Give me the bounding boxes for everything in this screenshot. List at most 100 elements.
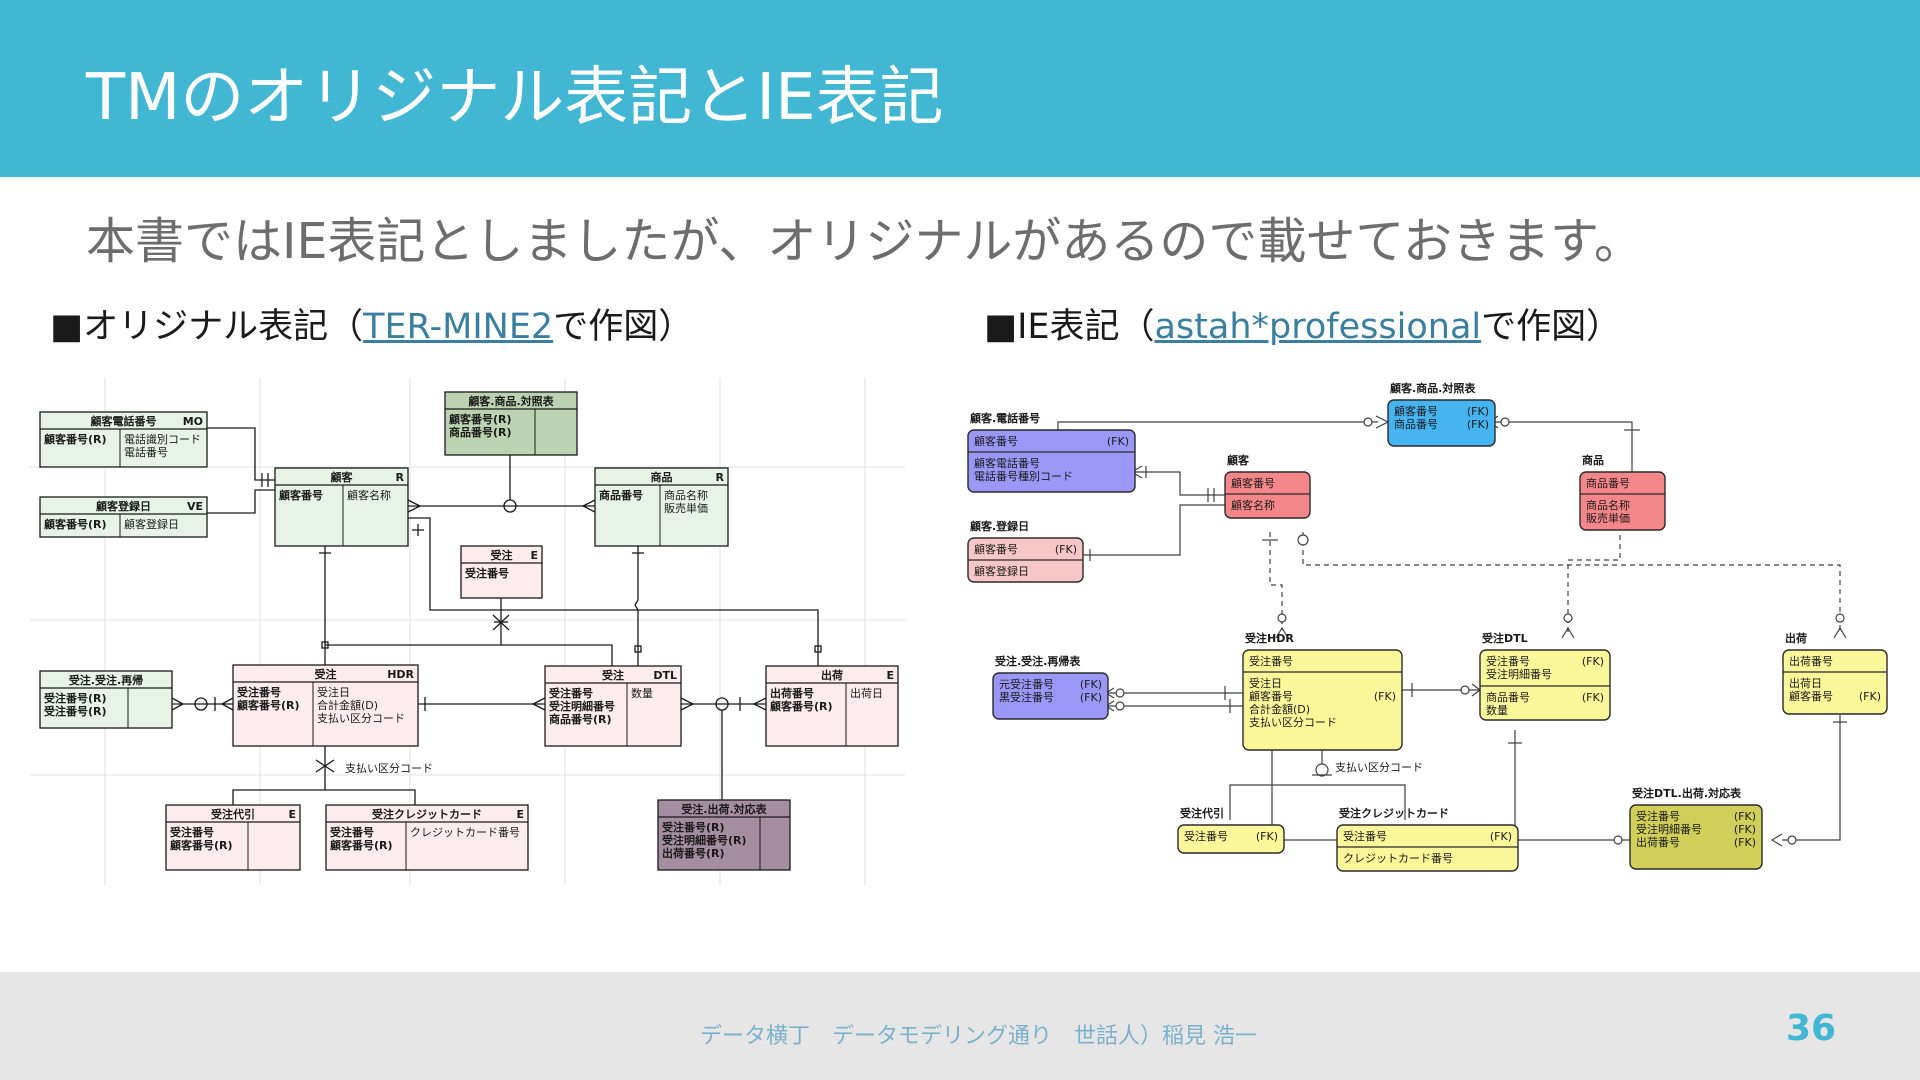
ie-fk-marker: (FK) xyxy=(1490,830,1512,843)
tm-key-attr: 受注明細番号(R) xyxy=(662,833,747,847)
astah-link[interactable]: astah*professional xyxy=(1154,307,1482,347)
tm-key-attr: 受注明細番号 xyxy=(549,699,615,713)
ie-fk-marker: (FK) xyxy=(1107,435,1129,448)
title-bar xyxy=(0,0,1920,177)
ie-fk-marker: (FK) xyxy=(1582,691,1604,704)
tm-key-attr: 受注番号 xyxy=(549,686,593,700)
ie-key-attr: 顧客番号 xyxy=(974,542,1018,556)
ie-entity-box xyxy=(1782,649,1888,715)
tm-attr: 顧客登録日 xyxy=(124,517,179,531)
right-caption-suffix: で作図） xyxy=(1481,307,1622,347)
ie-fk-marker: (FK) xyxy=(1467,418,1489,431)
ie-entity-name: 受注DTL xyxy=(1482,631,1528,645)
ie-diagram: 支払い区分コード 顧客.電話番号顧客番号(FK)顧客電話番号電話番号種別コード顧… xyxy=(967,381,1888,872)
tm-entity-box xyxy=(232,664,419,747)
tm-key-attr: 顧客番号(R) xyxy=(237,698,300,712)
tm-entity-name: 受注.出荷.対応表 xyxy=(681,802,767,816)
ie-attr: 受注日 xyxy=(1249,676,1282,690)
tm-payment-label: 支払い区分コード xyxy=(345,761,433,775)
ie-entity-name: 顧客 xyxy=(1227,453,1250,467)
tm-entity-name: 受注 xyxy=(315,667,337,681)
tm-key-attr: 受注番号(R) xyxy=(662,820,725,834)
tm-key-attr: 受注番号 xyxy=(170,825,214,839)
tm-entity-name: 顧客登録日 xyxy=(96,499,151,513)
ie-key-attr: 元受注番号 xyxy=(999,677,1054,691)
tm-key-attr: 顧客番号(R) xyxy=(170,838,233,852)
ie-attr: 出荷日 xyxy=(1789,676,1822,690)
ie-payment-label: 支払い区分コード xyxy=(1335,760,1423,774)
ie-key-attr: 商品番号 xyxy=(1394,417,1438,431)
tm-attr: 電話番号 xyxy=(124,445,168,459)
ie-entity-box xyxy=(967,429,1136,493)
left-caption: ■オリジナル表記（TER-MINE2で作図） xyxy=(50,304,693,350)
tm-attr: 支払い区分コード xyxy=(317,711,405,725)
tm-key-attr: 顧客番号(R) xyxy=(44,517,107,531)
tm-entity-box xyxy=(39,411,208,468)
tm-key-attr: 商品番号(R) xyxy=(449,425,512,439)
tm-entity-name: 受注代引 xyxy=(211,807,255,821)
tm-entity-name: 受注 xyxy=(602,668,624,682)
ie-key-attr: 黒受注番号 xyxy=(999,690,1054,704)
tm-entity-name: 受注.受注.再帰 xyxy=(69,673,143,687)
tm-entity-type: E xyxy=(516,808,524,821)
ie-fk-marker: (FK) xyxy=(1734,823,1756,836)
right-caption: ■IE表記（astah*professionalで作図） xyxy=(984,304,1621,350)
ie-fk-marker: (FK) xyxy=(1582,655,1604,668)
tm-key-attr: 顧客番号 xyxy=(279,488,323,502)
tm-attr: 商品名称 xyxy=(664,488,708,502)
ie-entity-box xyxy=(1479,649,1611,721)
ie-entity-box xyxy=(1177,824,1285,854)
tm-attr: 出荷日 xyxy=(850,686,883,700)
tm-entity-box xyxy=(39,670,173,729)
ie-entity-name: 受注代引 xyxy=(1180,806,1224,820)
ie-attr: 顧客電話番号 xyxy=(974,456,1040,470)
ie-attr: 支払い区分コード xyxy=(1249,715,1337,729)
ie-key-attr: 受注番号 xyxy=(1249,654,1293,668)
ie-attr: 商品番号 xyxy=(1486,690,1530,704)
tm-entity-type: E xyxy=(288,808,296,821)
ie-entity-box xyxy=(1579,471,1666,531)
tm-entity-type: MO xyxy=(183,415,203,428)
tm-entity-box xyxy=(274,467,409,547)
tm-key-attr: 受注番号 xyxy=(330,825,374,839)
ie-entities: 顧客.電話番号顧客番号(FK)顧客電話番号電話番号種別コード顧客.登録日顧客番号… xyxy=(967,381,1888,872)
ie-fk-marker: (FK) xyxy=(1374,690,1396,703)
tm-entity-name: 商品 xyxy=(651,470,673,484)
ie-fk-marker: (FK) xyxy=(1859,690,1881,703)
tm-relationships xyxy=(171,427,822,805)
tm-entity-name: 顧客電話番号 xyxy=(91,414,157,428)
ie-relationships xyxy=(1057,415,1847,847)
ie-entity-box xyxy=(992,672,1109,720)
right-caption-text: IE表記（ xyxy=(1017,307,1155,347)
tm-entity-box xyxy=(657,799,791,871)
ter-mine2-link[interactable]: TER-MINE2 xyxy=(363,307,554,347)
ie-entity-name: 顧客.登録日 xyxy=(970,519,1029,533)
ie-attr: 商品名称 xyxy=(1586,498,1630,512)
ie-entity-box xyxy=(1387,399,1496,447)
tm-attr: 合計金額(D) xyxy=(317,698,378,712)
tm-key-attr: 商品番号 xyxy=(599,488,643,502)
slide-subtitle: 本書ではIE表記としましたが、オリジナルがあるので載せておきます。 xyxy=(86,213,1644,270)
tm-attr: 顧客名称 xyxy=(347,488,391,502)
footer-credit: データ横丁 データモデリング通り 世話人）稲見 浩一 xyxy=(700,1024,1257,1049)
ie-attr: 顧客名称 xyxy=(1231,498,1275,512)
tm-key-attr: 出荷番号(R) xyxy=(662,846,725,860)
tm-key-attr: 受注番号(R) xyxy=(44,704,107,718)
ie-key-attr: 顧客番号 xyxy=(974,434,1018,448)
tm-key-attr: 顧客番号(R) xyxy=(770,699,833,713)
ie-attr: 合計金額(D) xyxy=(1249,702,1310,716)
ie-key-attr: 受注番号 xyxy=(1343,829,1387,843)
